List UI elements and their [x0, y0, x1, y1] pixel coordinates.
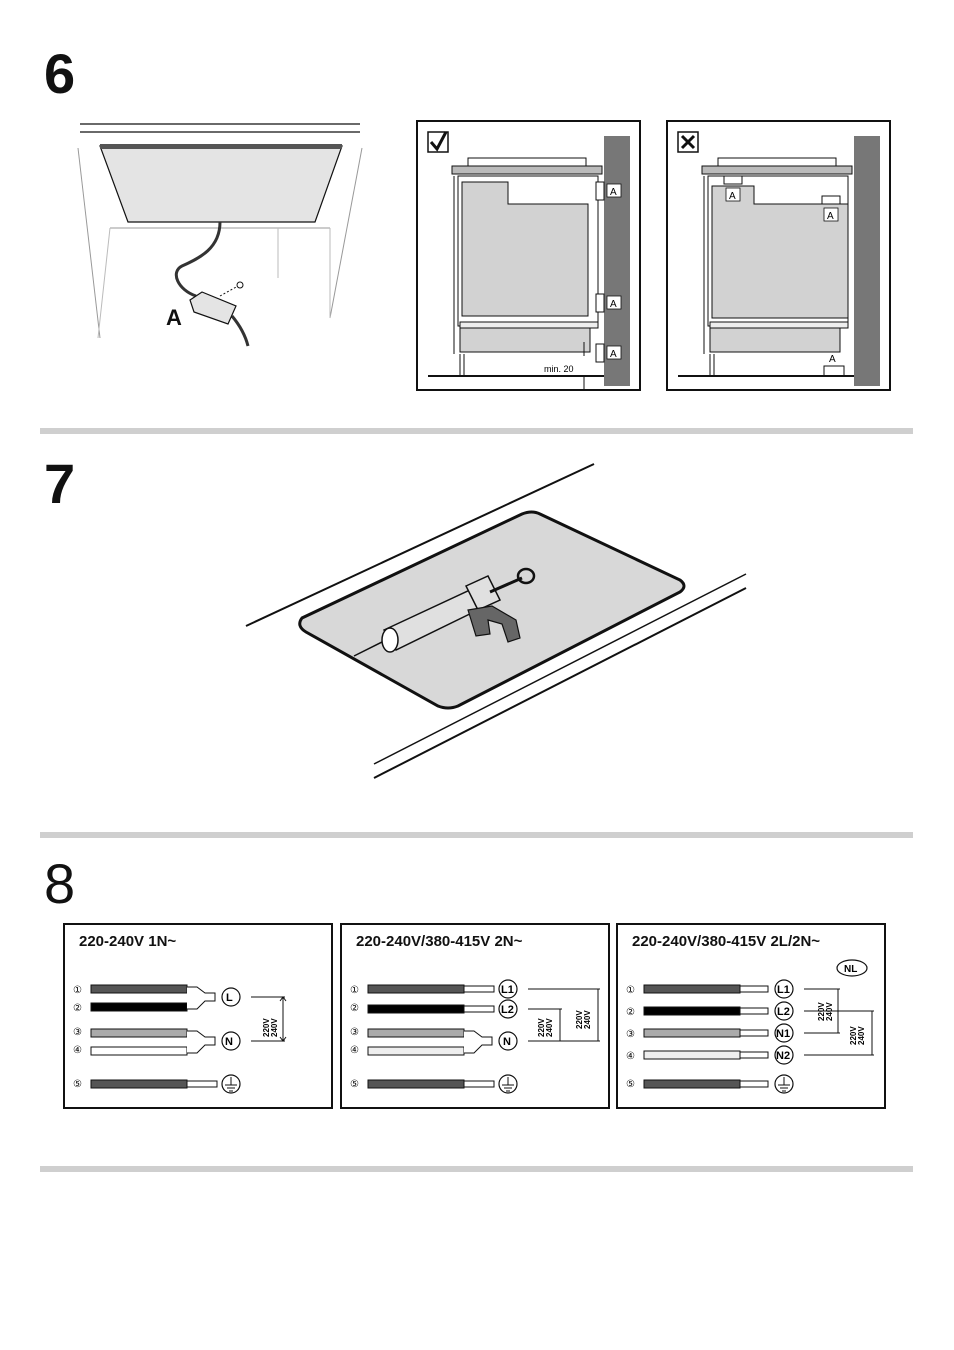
svg-text:④: ④ — [626, 1051, 635, 1062]
bracket-label-floor: A — [829, 354, 836, 365]
voltage-label: 240V — [857, 1026, 866, 1045]
voltage-label: 240V — [583, 1010, 592, 1029]
section-divider-1 — [40, 428, 913, 434]
section-divider-2 — [40, 832, 913, 838]
svg-text:①: ① — [626, 985, 635, 996]
terminal-label: N1 — [776, 1028, 790, 1040]
min-clearance-label: min. 20 — [544, 364, 574, 374]
svg-text:①: ① — [350, 985, 359, 996]
sealing-illustration — [245, 463, 747, 779]
section-divider-3 — [40, 1166, 913, 1172]
terminal-label: N2 — [776, 1050, 790, 1062]
svg-text:②: ② — [73, 1003, 82, 1014]
svg-text:③: ③ — [350, 1027, 359, 1038]
step-6-number: 6 — [44, 42, 76, 105]
voltage-label: 220V — [817, 1002, 826, 1021]
svg-text:⑤: ⑤ — [350, 1079, 359, 1090]
voltage-label: 240V — [825, 1002, 834, 1021]
bracket-label-side: A — [827, 211, 834, 222]
wiring-panel-2l2n: 220-240V/380-415V 2L/2N~ NL ① ② ③ ④ ⑤ L1… — [616, 923, 886, 1109]
terminal-label: N — [225, 1036, 233, 1048]
svg-text:②: ② — [626, 1007, 635, 1018]
panel-title: 220-240V/380-415V 2L/2N~ — [632, 933, 821, 950]
junction-box-label: A — [166, 305, 182, 330]
bracket-label-middle: A — [610, 299, 617, 310]
svg-text:④: ④ — [350, 1045, 359, 1056]
wiring-diagram: ① ② ③ ④ ⑤ L1 L2 N 220V 240V 220V 240V — [350, 979, 600, 1094]
voltage-label: 220V — [262, 1018, 271, 1037]
incorrect-installation-panel: A A A — [666, 120, 891, 391]
country-badge — [836, 959, 868, 977]
wiring-panel-1n: 220-240V 1N~ ① ② ③ ④ ⑤ L N 220V 240V — [63, 923, 333, 1109]
svg-text:③: ③ — [626, 1029, 635, 1040]
terminal-label: N — [503, 1036, 511, 1048]
correct-installation-panel: A A A min. 20 — [416, 120, 641, 391]
wiring-panel-2n: 220-240V/380-415V 2N~ ① ② ③ ④ ⑤ L1 L2 N … — [340, 923, 610, 1109]
terminal-label: L1 — [777, 984, 790, 996]
svg-text:①: ① — [73, 985, 82, 996]
junction-box-illustration — [77, 123, 363, 347]
svg-text:④: ④ — [73, 1045, 82, 1056]
terminal-label: L1 — [501, 984, 514, 996]
svg-text:③: ③ — [73, 1027, 82, 1038]
bracket-label-top: A — [610, 187, 617, 198]
svg-text:⑤: ⑤ — [73, 1079, 82, 1090]
caulking-gun-icon — [353, 567, 536, 657]
country-badge-label: NL — [844, 964, 857, 975]
svg-text:②: ② — [350, 1003, 359, 1014]
wiring-diagram: NL ① ② ③ ④ ⑤ L1 L2 N1 N2 220V — [626, 959, 874, 1094]
panel-title: 220-240V 1N~ — [79, 933, 177, 950]
panel-title: 220-240V/380-415V 2N~ — [356, 933, 523, 950]
terminal-label: L2 — [777, 1006, 790, 1018]
bracket-label-top: A — [729, 191, 736, 202]
voltage-label: 220V — [575, 1010, 584, 1029]
step-8-number: 8 — [44, 852, 76, 915]
voltage-label: 220V — [537, 1018, 546, 1037]
step-7-number: 7 — [44, 452, 76, 515]
svg-text:⑤: ⑤ — [626, 1079, 635, 1090]
terminal-label: L — [226, 992, 233, 1004]
voltage-label: 240V — [270, 1018, 279, 1037]
voltage-label: 220V — [849, 1026, 858, 1045]
voltage-label: 240V — [545, 1018, 554, 1037]
wiring-diagram: ① ② ③ ④ ⑤ L N 220V 240V — [73, 984, 287, 1094]
terminal-label: L2 — [501, 1004, 514, 1016]
bracket-label-bottom: A — [610, 349, 617, 360]
